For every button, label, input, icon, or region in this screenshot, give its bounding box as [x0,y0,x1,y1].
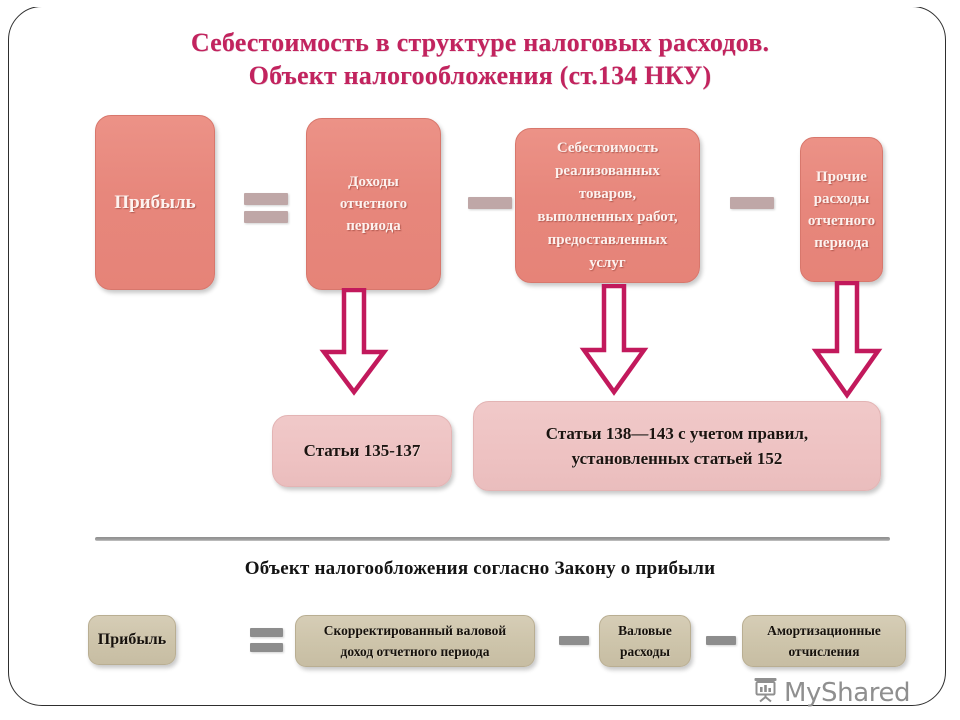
minus-bar [559,636,589,645]
page-title: Себестоимость в структуре налоговых расх… [0,26,960,92]
page-title-line-1: Себестоимость в структуре налоговых расх… [190,28,770,57]
watermark: MyShared [752,676,911,710]
equals-bar-lower [250,643,283,652]
box-profit-bottom[interactable]: Прибыль [88,615,176,665]
box-profit-top[interactable]: Прибыль [95,115,215,290]
equals-bar-lower [244,211,288,223]
down-arrow-to-articles-135-137 [318,288,390,396]
operator-minus-bottom-2 [706,636,736,645]
box-cost-of-sales[interactable]: Себестоимость реализованных товаров, вып… [515,128,700,283]
equals-bar-upper [250,628,283,637]
operator-minus-top-2 [730,196,774,210]
page-title-line-2: Объект налогообложения (ст.134 НКУ) [248,61,712,90]
box-articles-135-137[interactable]: Статьи 135-137 [272,415,452,487]
box-income-top[interactable]: Доходы отчетного периода [306,118,441,290]
bottom-section-heading: Объект налогообложения согласно Закону о… [244,558,716,579]
section-divider [95,537,890,541]
operator-equals-top [244,190,288,226]
down-arrow-to-articles-138-143-right [810,281,884,399]
operator-minus-bottom-1 [559,636,589,645]
box-adjusted-gross-income[interactable]: Скорректированный валовой доход отчетног… [295,615,535,667]
frame-mask-bottom [0,709,960,720]
box-depreciation[interactable]: Амортизационные отчисления [742,615,906,667]
minus-bar [468,197,512,209]
box-gross-expenses[interactable]: Валовые расходы [599,615,691,667]
box-articles-138-143[interactable]: Статьи 138—143 с учетом правил, установл… [473,401,881,491]
box-other-expenses[interactable]: Прочие расходы отчетного периода [800,137,883,282]
operator-minus-top-1 [468,196,512,210]
frame-mask-left [0,0,8,720]
frame-mask-top [0,0,960,7]
equals-bar-upper [244,193,288,205]
minus-bar [706,636,736,645]
presentation-chart-icon [752,676,779,710]
slide-frame-border [8,6,946,706]
operator-equals-bottom [250,627,283,653]
watermark-text: MyShared [784,678,911,708]
minus-bar [730,197,774,209]
down-arrow-to-articles-138-143-left [578,284,650,396]
